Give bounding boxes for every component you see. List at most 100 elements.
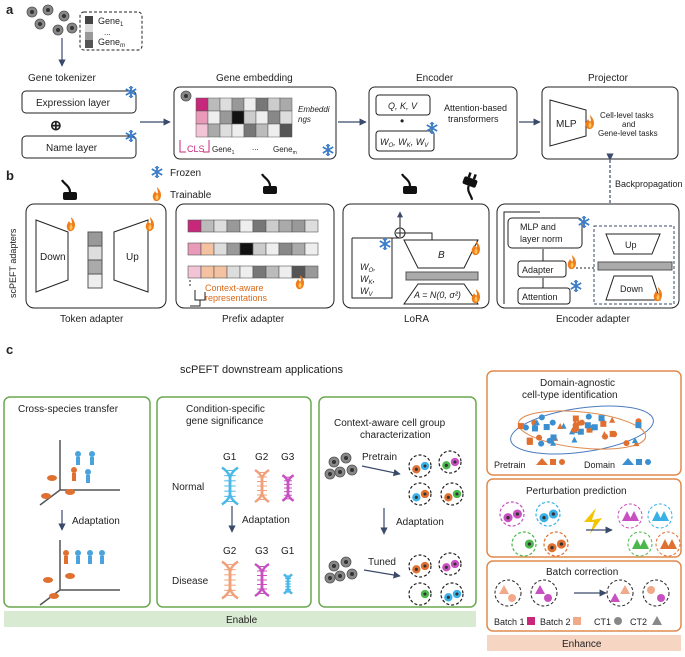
- adaptation-label: Adaptation: [242, 515, 290, 526]
- domain-point: [609, 430, 616, 437]
- svg-text:...: ...: [252, 143, 259, 152]
- triangle-mark: [632, 539, 642, 549]
- cluster-outline: [408, 582, 432, 606]
- prefix-cell: [239, 219, 254, 233]
- prefix-cell: [278, 242, 293, 256]
- domain-point: [633, 440, 640, 447]
- domain-point: [586, 426, 593, 433]
- svg-text:Genem: Genem: [98, 37, 125, 49]
- mlp-layernorm-label-2: layer norm: [520, 234, 563, 244]
- legend-trainable: Trainable: [170, 190, 212, 201]
- prefix-cell: [291, 265, 306, 279]
- cell-nucleus: [527, 542, 532, 546]
- prefix-cell: [187, 265, 202, 279]
- plug-icon: [456, 170, 482, 201]
- embedding-cell: [279, 123, 293, 138]
- context-aware-label-2: representations: [205, 293, 268, 303]
- perturbation-title: Perturbation prediction: [526, 486, 627, 497]
- attention-label: Attention: [522, 292, 558, 302]
- cluster-outline: [408, 554, 432, 578]
- cluster-outline: [535, 501, 561, 527]
- triangle-mark: [622, 511, 632, 521]
- cell-nucleus: [551, 512, 556, 516]
- gene-label: G1: [281, 546, 295, 557]
- cluster-outline: [617, 503, 643, 529]
- ct2-legend: CT2: [630, 617, 647, 627]
- cluster-outline: [606, 579, 634, 607]
- legend-frozen: Frozen: [170, 168, 201, 179]
- svg-text:Attention-based: Attention-based: [444, 103, 507, 113]
- triangle-mark: [610, 593, 620, 602]
- embedding-cell: [267, 110, 281, 125]
- domain-point: [526, 438, 533, 445]
- domain-point: [598, 415, 605, 422]
- cell-nucleus: [453, 562, 457, 566]
- wo-wk-wv-label: WO, WK, WV: [380, 137, 429, 149]
- context-group-title-2: characterization: [360, 430, 431, 441]
- cluster-outline: [494, 579, 522, 607]
- cell-nucleus: [423, 464, 427, 468]
- domain-point: [623, 440, 630, 447]
- projector-title: Projector: [588, 73, 629, 84]
- domain-point: [575, 419, 582, 426]
- cross-species-title: Cross-species transfer: [18, 404, 119, 415]
- cls-token: CLS: [187, 144, 205, 154]
- embedding-cell: [255, 110, 269, 125]
- cell-nucleus: [515, 512, 520, 516]
- trainable-legend-icon: [152, 187, 161, 202]
- dna-icons-disease: [221, 560, 293, 600]
- prefix-cell: [252, 242, 267, 256]
- embedding-cell: [207, 110, 221, 125]
- batch2-legend: Batch 2: [540, 617, 571, 627]
- circle-mark: [657, 594, 665, 602]
- embedding-cell: [279, 110, 293, 125]
- cell-nucleus: [444, 463, 448, 467]
- cluster-outline: [543, 531, 569, 557]
- domain-point: [602, 433, 609, 440]
- triangle-mark: [499, 585, 509, 594]
- panel-label-c: c: [6, 342, 13, 357]
- domain-point: [522, 424, 529, 431]
- embedding-cell: [279, 97, 293, 112]
- cell-nucleus: [559, 542, 564, 546]
- cluster-outline: [511, 531, 537, 557]
- svg-text:WO,: WO,: [360, 262, 376, 274]
- svg-text:transformers: transformers: [448, 114, 499, 124]
- domain-point: [550, 439, 557, 446]
- mlp-layernorm-label: MLP and: [520, 222, 556, 232]
- domain-legend: Domain: [584, 460, 615, 470]
- prefix-cell: [291, 219, 306, 233]
- ct1-legend: CT1: [594, 617, 611, 627]
- triangle-mark: [629, 511, 639, 521]
- adaptation-label: Adaptation: [396, 517, 444, 528]
- embedding-cell: [231, 97, 245, 112]
- condition-title: Condition-specific: [186, 404, 265, 415]
- embedding-cell: [243, 110, 257, 125]
- plug-icon: [260, 172, 279, 196]
- embedding-matrix: [195, 97, 293, 138]
- plug-icon: [400, 172, 419, 196]
- cluster-outline: [647, 503, 673, 529]
- domain-point: [572, 415, 579, 422]
- prefix-cell: [213, 219, 228, 233]
- cell-nucleus: [423, 592, 427, 596]
- panel-label-a: a: [6, 2, 14, 17]
- svg-text:and: and: [622, 120, 635, 129]
- prefix-matrix: [187, 219, 319, 279]
- triangle-mark: [660, 539, 670, 549]
- cell-nucleus: [453, 460, 457, 464]
- prefix-cell: [252, 219, 267, 233]
- tuned-clusters: [408, 552, 464, 606]
- embedding-cell: [267, 97, 281, 112]
- batch-correction-box: [486, 560, 682, 632]
- svg-text:WV: WV: [360, 286, 374, 298]
- domain-point: [538, 440, 545, 447]
- prefix-cell: [200, 242, 215, 256]
- cluster-outline: [438, 552, 462, 576]
- up-label: Up: [126, 252, 139, 263]
- lightning-icon: [584, 508, 602, 534]
- prefix-cell: [304, 265, 319, 279]
- prefix-cell: [213, 242, 228, 256]
- cluster-outline: [642, 579, 670, 607]
